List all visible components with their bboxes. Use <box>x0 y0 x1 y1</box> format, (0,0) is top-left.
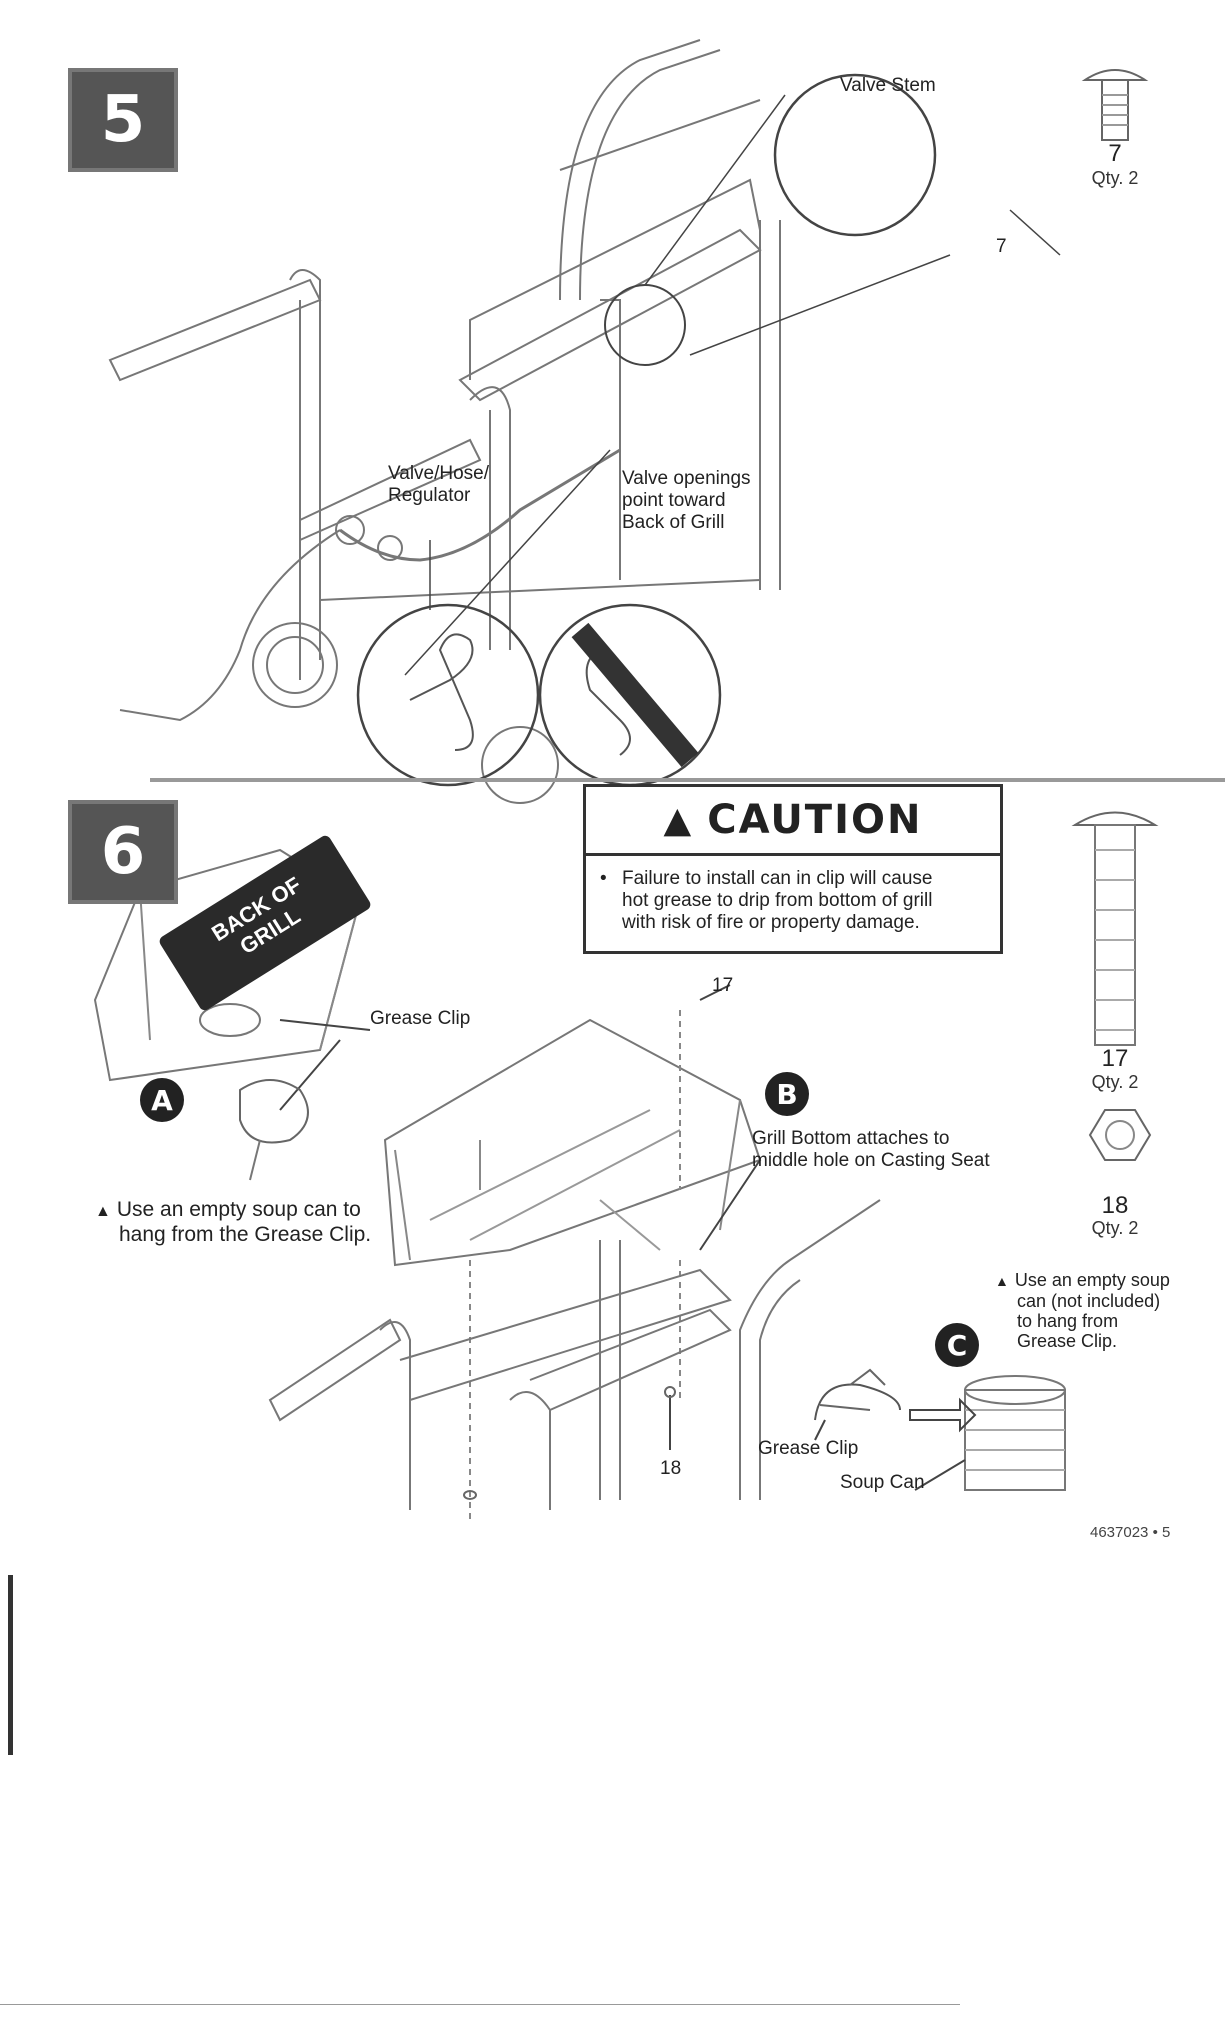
callout-17-label: 17 <box>712 975 734 996</box>
grill-bottom-label-line1: Grill Bottom attaches to <box>752 1128 950 1149</box>
caution-title: CAUTION <box>707 797 923 843</box>
page-reference: 4637023 • 5 <box>1090 1524 1171 1541</box>
valve-hose-regulator-label-line1: Valve/Hose/ <box>388 463 490 484</box>
circle-letter-c: C <box>935 1323 979 1367</box>
step-5-badge: 5 <box>68 68 178 172</box>
caution-line-1: Failure to install can in clip will caus… <box>622 868 933 889</box>
note-c-line2: can (not included) <box>1017 1291 1161 1311</box>
note-c: ▲Use an empty soup can (not included) to… <box>995 1270 1170 1351</box>
section-divider <box>150 778 1225 782</box>
grease-clip-label-a: Grease Clip <box>370 1008 471 1029</box>
soup-can-label: Soup Can <box>840 1472 925 1493</box>
scan-edge-mark <box>8 1575 13 1755</box>
caution-body: • Failure to install can in clip will ca… <box>586 856 1000 934</box>
caution-box: ▲ CAUTION • Failure to install can in cl… <box>583 784 1003 954</box>
note-c-line3: to hang from <box>1017 1311 1119 1331</box>
valve-hose-regulator-label-line2: Regulator <box>388 485 471 506</box>
valve-openings-label-line2: point toward <box>622 490 726 511</box>
part-17-qty: Qty. 2 <box>1091 1072 1139 1092</box>
caution-line-3: with risk of fire or property damage. <box>622 912 920 933</box>
grill-bottom-label-line2: middle hole on Casting Seat <box>752 1150 990 1171</box>
valve-openings-label-line1: Valve openings <box>622 468 751 489</box>
note-c-line1: ▲Use an empty soup <box>995 1270 1170 1290</box>
note-c-line4: Grease Clip. <box>1017 1331 1118 1351</box>
callout-7-label: 7 <box>996 236 1007 257</box>
warning-triangle-icon: ▲ <box>663 799 694 841</box>
caution-bullet: • <box>600 868 607 889</box>
step-6-badge: 6 <box>68 800 178 904</box>
note-a-line2: hang from the Grease Clip. <box>119 1223 372 1246</box>
valve-openings-label-line3: Back of Grill <box>622 512 725 533</box>
grease-clip-label-c: Grease Clip <box>758 1438 859 1459</box>
part-7-number: 7 <box>1108 140 1122 167</box>
note-a-line1: ▲Use an empty soup can to <box>95 1198 361 1221</box>
warning-triangle-icon: ▲ <box>995 1273 1009 1289</box>
note-a: ▲Use an empty soup can to hang from the … <box>95 1198 371 1246</box>
callout-18-label: 18 <box>660 1458 682 1479</box>
valve-stem-label: Valve Stem <box>840 75 936 96</box>
caution-header: ▲ CAUTION <box>586 787 1000 856</box>
part-18-qty: Qty. 2 <box>1091 1218 1139 1238</box>
part-7-qty: Qty. 2 <box>1091 168 1139 188</box>
circle-letter-a: A <box>140 1078 184 1122</box>
circle-letter-b: B <box>765 1072 809 1116</box>
warning-triangle-icon: ▲ <box>95 1203 111 1220</box>
part-17-number: 17 <box>1101 1045 1129 1072</box>
bottom-edge-line <box>0 2004 960 2005</box>
caution-line-2: hot grease to drip from bottom of grill <box>622 890 933 911</box>
part-18-number: 18 <box>1101 1192 1129 1219</box>
